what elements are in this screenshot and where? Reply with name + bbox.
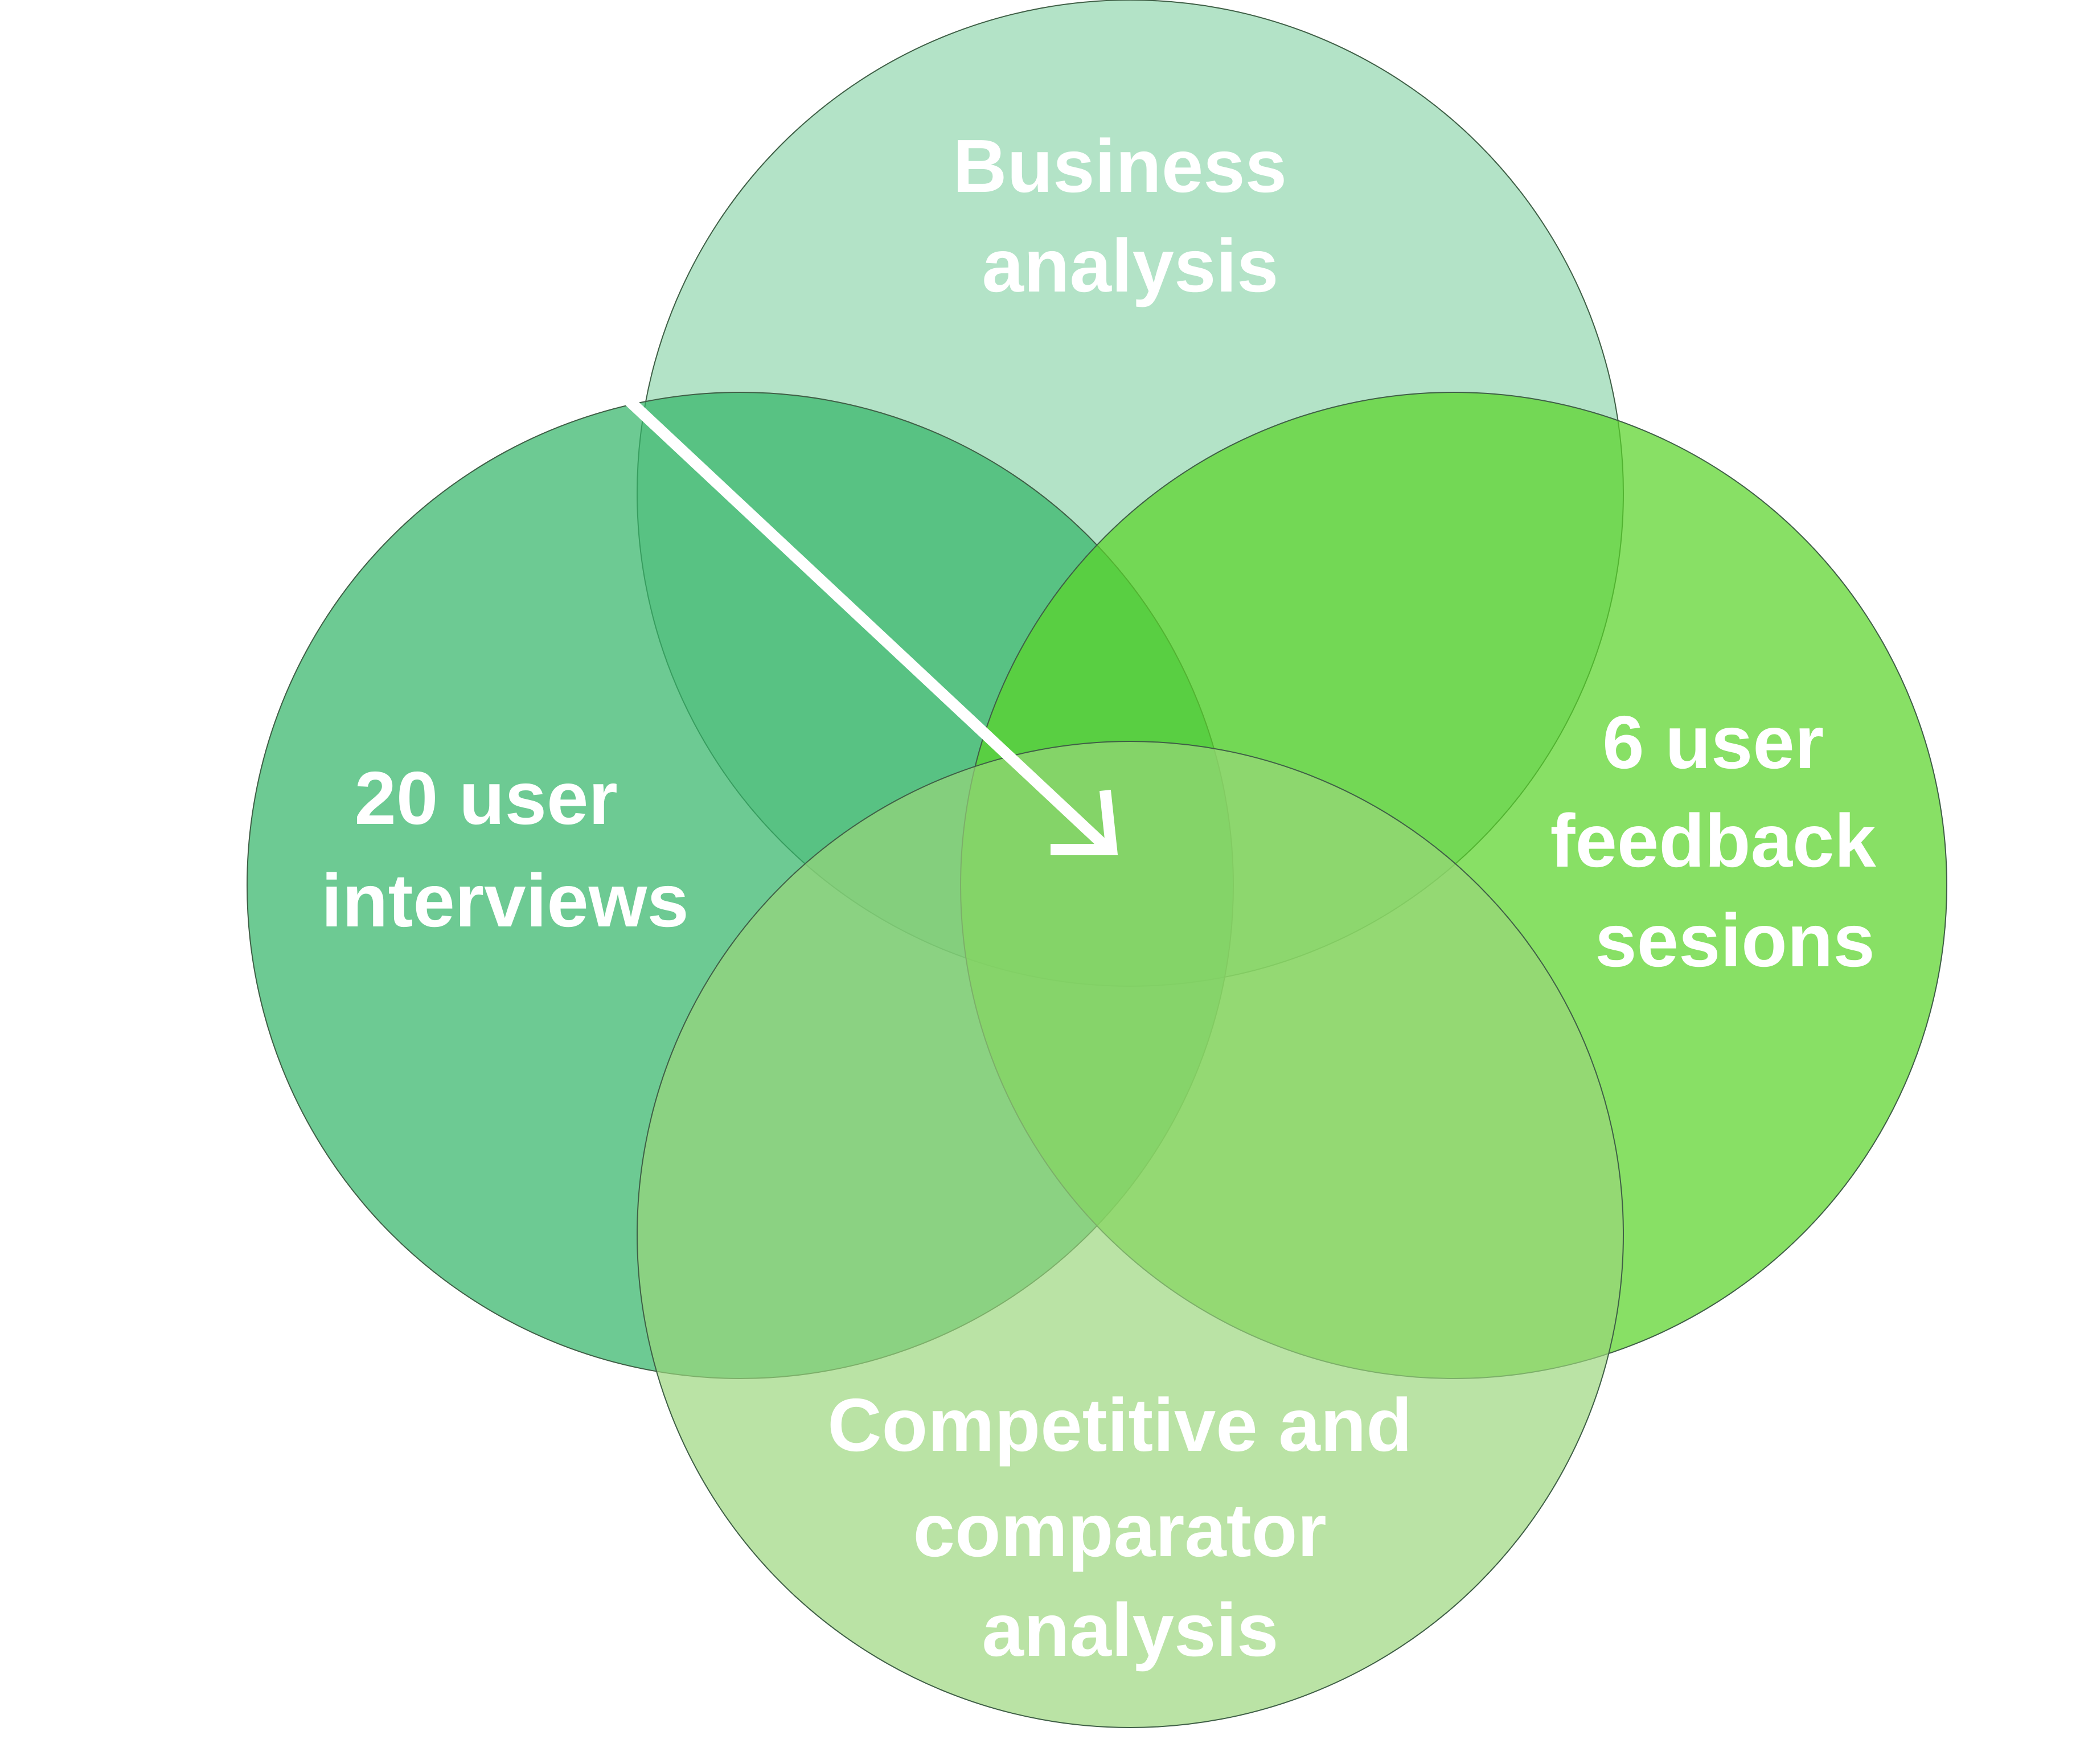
label-business-analysis: Business analysis <box>953 124 1308 307</box>
label-line: feedback <box>1550 799 1877 883</box>
label-line: interviews <box>321 859 689 942</box>
label-line: sesions <box>1595 899 1875 982</box>
label-user-feedback-sessions: 6 user feedback sesions <box>1550 700 1897 982</box>
label-line: analysis <box>982 224 1278 307</box>
label-line: Business <box>953 124 1287 208</box>
label-line: analysis <box>982 1588 1278 1672</box>
arrow-icon <box>625 396 1118 855</box>
label-line: 6 user <box>1602 700 1824 784</box>
label-line: comparator <box>913 1488 1327 1572</box>
label-user-interviews: 20 user interviews <box>321 756 689 942</box>
label-competitive-analysis: Competitive and comparator analysis <box>827 1383 1433 1672</box>
circle-competitive-analysis <box>637 741 1624 1728</box>
label-line: Competitive and <box>827 1383 1412 1467</box>
label-line: 20 user <box>354 756 617 840</box>
